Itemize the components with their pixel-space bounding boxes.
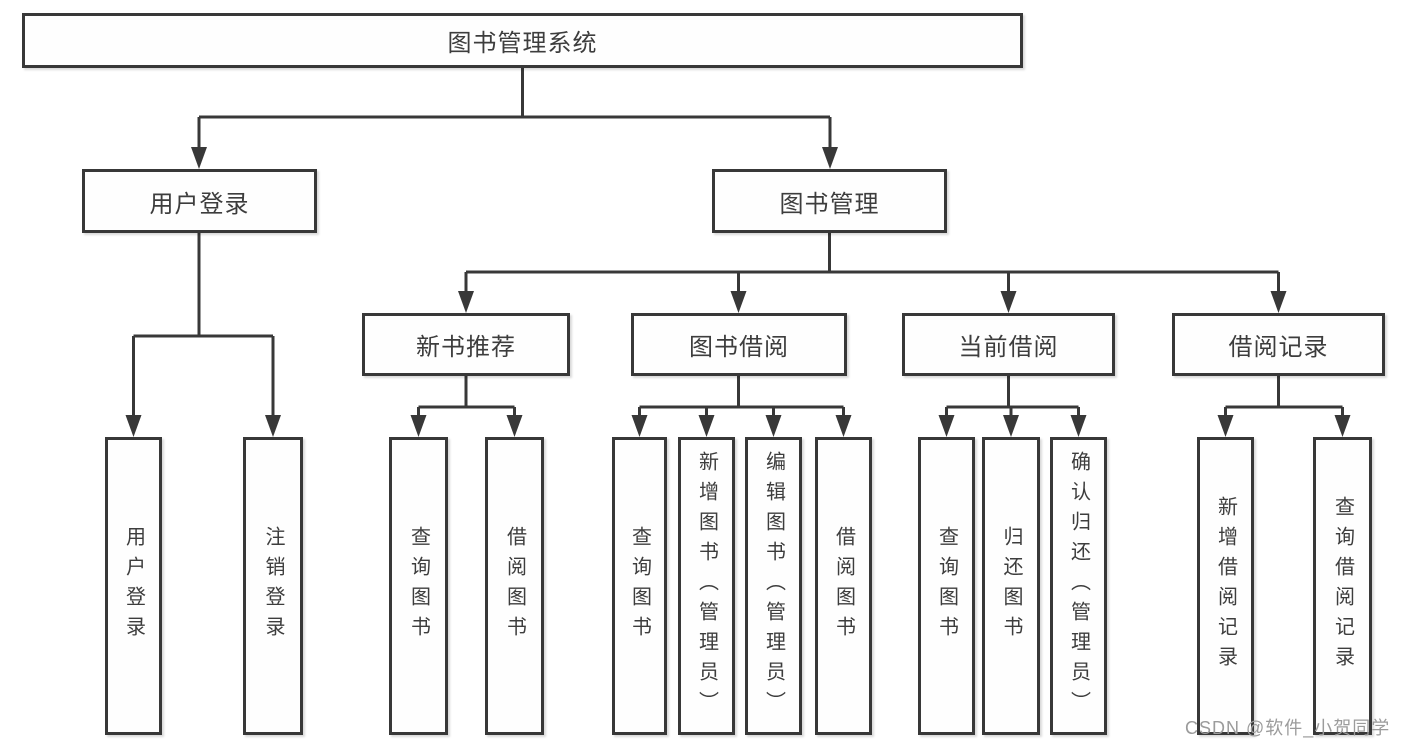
leaf-borrowing-edit-books-admin-label: 编辑图书（管理员） bbox=[762, 451, 785, 721]
leaf-recommend-borrow-books: 借阅图书 bbox=[485, 437, 544, 735]
node-new-book-recommend-label: 新书推荐 bbox=[416, 334, 516, 361]
leaf-borrowing-borrow-books-label: 借阅图书 bbox=[832, 526, 855, 646]
node-book-borrowing: 图书借阅 bbox=[631, 313, 847, 376]
node-user-login-label: 用户登录 bbox=[149, 190, 250, 218]
leaf-current-confirm-return-admin: 确认归还（管理员） bbox=[1050, 437, 1107, 735]
leaf-current-return-books: 归还图书 bbox=[982, 437, 1040, 735]
leaf-logout: 注销登录 bbox=[243, 437, 303, 735]
node-borrowing-records: 借阅记录 bbox=[1172, 313, 1385, 376]
leaf-records-add-record-label: 新增借阅记录 bbox=[1214, 496, 1237, 676]
node-root: 图书管理系统 bbox=[22, 13, 1023, 68]
arrowheads bbox=[125, 147, 1351, 437]
node-root-label: 图书管理系统 bbox=[447, 30, 598, 57]
node-borrowing-records-label: 借阅记录 bbox=[1228, 334, 1329, 361]
leaf-current-query-books: 查询图书 bbox=[918, 437, 975, 735]
leaf-recommend-query-books: 查询图书 bbox=[389, 437, 448, 735]
leaf-borrowing-edit-books-admin: 编辑图书（管理员） bbox=[745, 437, 802, 735]
node-current-borrowing-label: 当前借阅 bbox=[958, 334, 1059, 361]
leaf-records-query-record: 查询借阅记录 bbox=[1313, 437, 1372, 735]
connector-paths bbox=[132, 68, 1344, 418]
leaf-borrowing-query-books: 查询图书 bbox=[612, 437, 667, 735]
node-book-management-label: 图书管理 bbox=[779, 190, 880, 218]
leaf-records-add-record: 新增借阅记录 bbox=[1197, 437, 1254, 735]
leaf-current-return-books-label: 归还图书 bbox=[1000, 526, 1022, 646]
node-new-book-recommend: 新书推荐 bbox=[362, 313, 570, 376]
leaf-borrowing-borrow-books: 借阅图书 bbox=[815, 437, 872, 735]
leaf-current-confirm-return-admin-label: 确认归还（管理员） bbox=[1067, 451, 1090, 721]
csdn-watermark: CSDN @软件_小贺同学 bbox=[1185, 718, 1391, 738]
leaf-user-login: 用户登录 bbox=[105, 437, 162, 735]
leaf-borrowing-query-books-label: 查询图书 bbox=[628, 526, 651, 646]
leaf-records-query-record-label: 查询借阅记录 bbox=[1331, 496, 1354, 676]
leaf-user-login-label: 用户登录 bbox=[122, 526, 145, 646]
leaf-logout-label: 注销登录 bbox=[262, 526, 284, 646]
leaf-current-query-books-label: 查询图书 bbox=[935, 526, 958, 646]
leaf-recommend-query-books-label: 查询图书 bbox=[407, 526, 430, 646]
leaf-recommend-borrow-books-label: 借阅图书 bbox=[503, 526, 526, 646]
node-user-login: 用户登录 bbox=[82, 169, 317, 233]
leaf-borrowing-add-books-admin-label: 新增图书（管理员） bbox=[695, 451, 718, 721]
node-book-borrowing-label: 图书借阅 bbox=[689, 334, 789, 361]
node-book-management: 图书管理 bbox=[712, 169, 947, 233]
leaf-borrowing-add-books-admin: 新增图书（管理员） bbox=[678, 437, 735, 735]
node-current-borrowing: 当前借阅 bbox=[902, 313, 1115, 376]
